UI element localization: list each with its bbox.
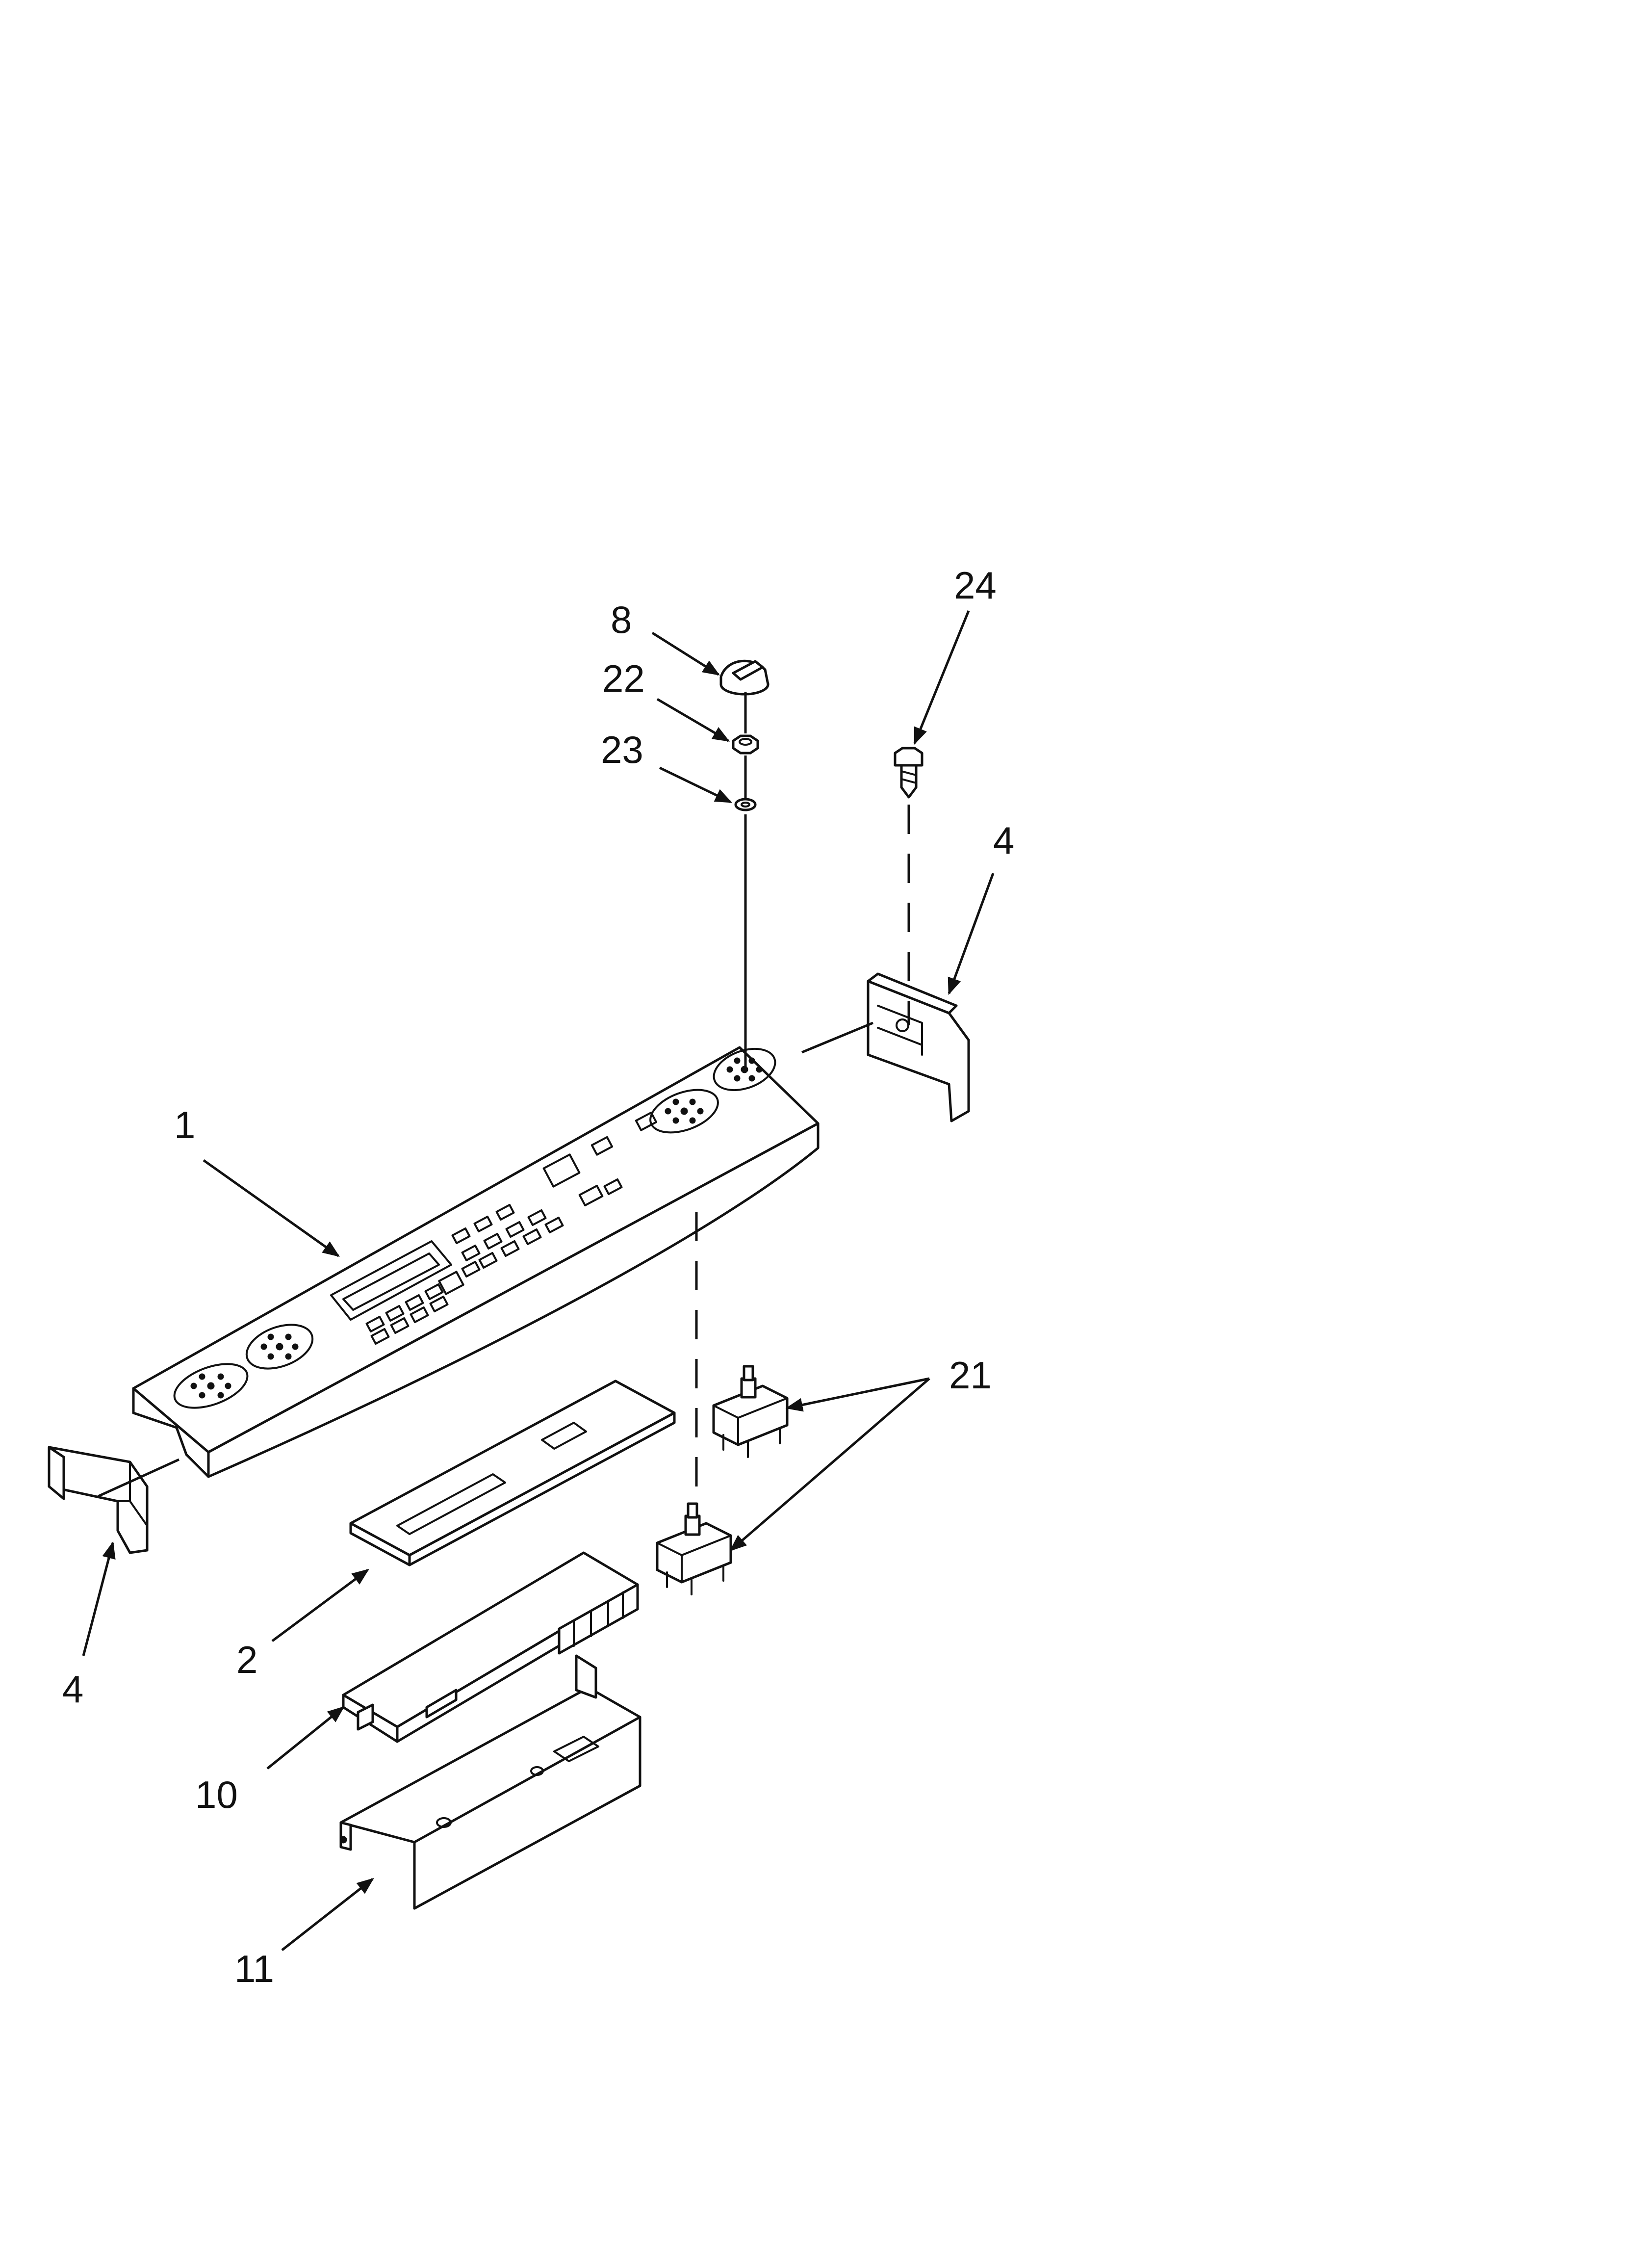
burner-indicator-right-rear <box>713 1047 776 1092</box>
callout-2: 2 <box>236 1638 257 1681</box>
callout-23: 23 <box>601 728 643 771</box>
switch-upper-part <box>712 1365 789 1458</box>
burner-indicator-right-front <box>649 1089 719 1134</box>
callout-1: 1 <box>174 1103 195 1147</box>
callout-4-left: 4 <box>62 1668 83 1711</box>
end-cap-right-part <box>867 972 970 1122</box>
assembly-lines <box>97 692 910 1504</box>
callout-10: 10 <box>195 1773 238 1816</box>
control-panel-part <box>132 1046 820 1478</box>
burner-indicator-left-front <box>173 1363 249 1409</box>
callout-22: 22 <box>602 657 645 700</box>
callout-11: 11 <box>234 1947 274 1990</box>
control-box-part <box>339 1654 641 1910</box>
overlay-part <box>349 1380 676 1566</box>
screw-part <box>894 747 924 799</box>
end-cap-left-part <box>48 1446 149 1554</box>
knob-part <box>719 659 770 696</box>
burner-indicator-left-rear <box>245 1324 314 1370</box>
callout-4-right: 4 <box>993 819 1014 862</box>
keypad <box>365 1111 658 1345</box>
switch-lower-part <box>656 1502 732 1595</box>
callout-24: 24 <box>954 564 997 607</box>
control-board-part <box>342 1551 639 1743</box>
leader-lines <box>82 610 995 1951</box>
callout-labels: 1 2 4 4 8 10 11 21 22 23 24 <box>62 564 1014 1990</box>
nut-part <box>732 734 759 755</box>
callout-21: 21 <box>949 1354 992 1397</box>
callout-8: 8 <box>611 598 632 641</box>
washer-part <box>734 798 757 811</box>
